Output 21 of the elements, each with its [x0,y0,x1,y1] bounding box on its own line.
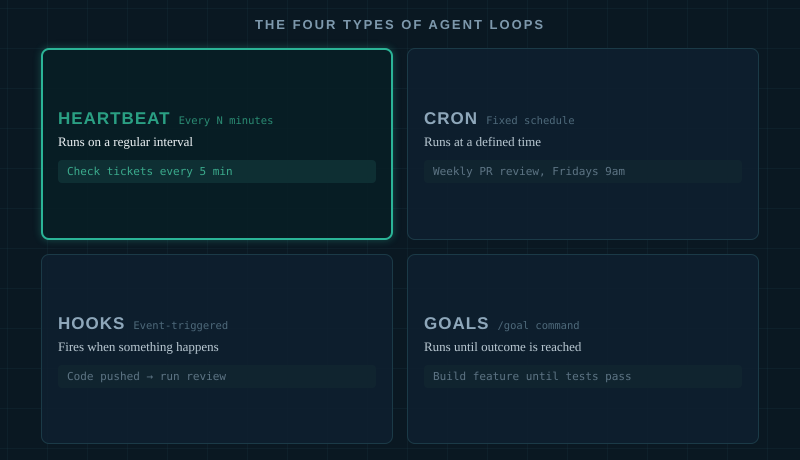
highlighted-loop-card [41,48,393,240]
loop-card [407,254,759,444]
card-heading: HOOKS [58,314,126,334]
loop-card [41,254,393,444]
card-description: Runs until outcome is reached [424,339,582,355]
card-tag: /goal command [497,319,580,333]
card-description: Runs on a regular interval [58,134,194,150]
card-heading: GOALS [424,314,490,334]
card-heading: CRON [424,109,478,129]
example-chip: Check tickets every 5 min [58,160,376,183]
diagram-title: THE FOUR TYPES OF AGENT LOOPS [254,17,546,33]
card-description: Fires when something happens [58,339,219,355]
example-chip: Build feature until tests pass [424,365,742,388]
card-heading: HEARTBEAT [58,109,171,129]
card-tag: Fixed schedule [486,114,575,128]
loop-card [407,48,759,240]
example-chip: Weekly PR review, Fridays 9am [424,160,742,183]
card-tag: Event-triggered [133,319,228,333]
card-tag: Every N minutes [178,114,274,128]
card-description: Runs at a defined time [424,134,541,150]
example-chip: Code pushed → run review [58,365,376,388]
